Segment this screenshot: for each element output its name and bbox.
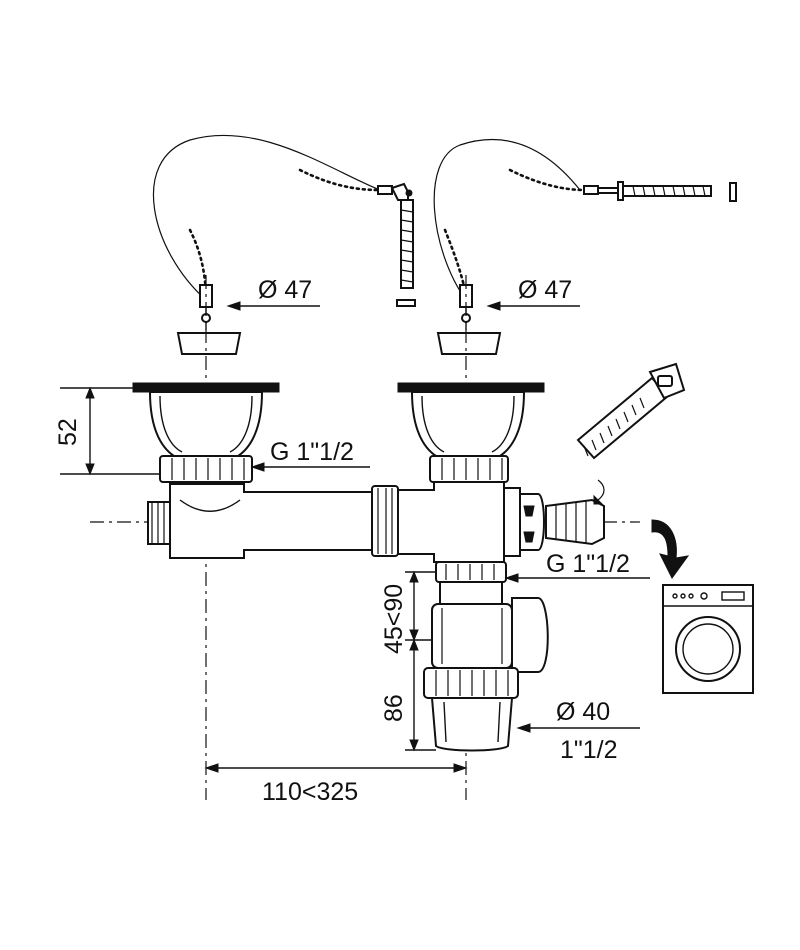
right-overflow-rod	[622, 185, 712, 197]
outlet-thread-size-label: 1"1/2	[560, 736, 618, 764]
basket-height-label: 52	[54, 418, 82, 446]
left-overflow-rod	[400, 199, 414, 289]
bottle-trap	[423, 561, 549, 752]
saw-icon	[576, 362, 686, 505]
outlet-thread-label: G 1"1/2	[546, 550, 630, 578]
washing-machine-icon	[662, 584, 754, 694]
basket-thread-label: G 1"1/2	[270, 438, 354, 466]
right-stopper-assembly	[433, 139, 737, 355]
bowl-spacing-label: 110<325	[262, 778, 358, 806]
left-stopper	[176, 332, 242, 355]
left-stopper-assembly	[152, 134, 416, 355]
outlet-diameter-label: Ø 40	[556, 698, 610, 726]
trap-adjust-height-label: 45<90	[380, 584, 408, 654]
appliance-spigot	[545, 498, 605, 546]
right-stopper	[436, 332, 502, 355]
curved-arrow-icon	[651, 519, 690, 579]
stopper-diameter-right-label: Ø 47	[518, 276, 572, 304]
right-basket	[397, 382, 545, 483]
left-basket	[132, 382, 280, 483]
trap-body-height-label: 86	[380, 694, 408, 722]
stopper-diameter-left-label: Ø 47	[258, 276, 312, 304]
connecting-pipe	[147, 481, 605, 563]
